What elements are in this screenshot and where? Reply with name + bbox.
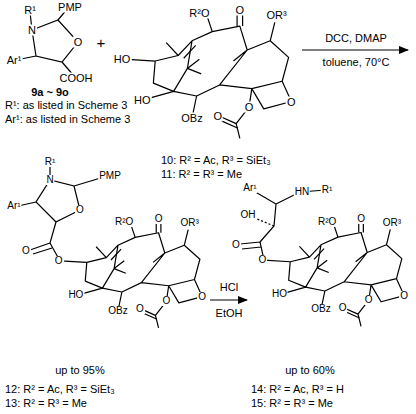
scheme-label: + (96, 35, 107, 50)
ester-side-chain (18, 162, 104, 261)
scheme-label: toluene, 70°C (322, 57, 391, 68)
scheme-label: OR³ (266, 10, 288, 21)
scheme-label: 9a ~ 9o (30, 87, 70, 98)
scheme-label: O (399, 291, 409, 301)
scheme-label: O (244, 102, 255, 113)
compound-note: 11: R² = R³ = Me (160, 169, 243, 180)
scheme-label: O (356, 214, 366, 224)
reaction-arrow (210, 299, 247, 300)
scheme-label: HO (67, 290, 84, 300)
scheme-label: HO (271, 289, 288, 299)
scheme-label: N (45, 175, 54, 185)
scheme-label: DCC, DMAP (324, 33, 388, 44)
scheme-label: R¹ (321, 185, 334, 195)
compound-note: R¹: as listed in Scheme 3 (4, 100, 128, 111)
scheme-label: O (231, 240, 241, 250)
scheme-label: HN (294, 187, 310, 197)
taxane-core (60, 220, 202, 328)
scheme-label: O (197, 292, 207, 302)
taxane-core (124, 11, 291, 138)
compound-note: Ar¹: as listed in Scheme 3 (4, 114, 131, 125)
scheme-label: OBz (107, 306, 128, 316)
scheme-label: O (75, 205, 85, 215)
scheme-label: COOH (59, 73, 94, 84)
scheme-label: O (235, 4, 246, 15)
scheme-label: OR³ (382, 218, 402, 228)
scheme-label: R¹ (44, 157, 57, 167)
scheme-label: O (73, 37, 84, 48)
scheme-label: EtOH (215, 308, 244, 319)
scheme-label: R²O (114, 217, 134, 227)
scheme-label: O (286, 96, 297, 107)
scheme-label: Ar¹ (6, 55, 23, 66)
scheme-label: PMP (57, 1, 83, 12)
compound-note: 13: R² = R³ = Me (4, 398, 88, 409)
scheme-label: O (161, 296, 171, 306)
scheme-label: N (27, 25, 37, 36)
scheme-label: OBz (310, 304, 331, 314)
oxazolidine-bonds (16, 8, 78, 76)
scheme-label: O (258, 255, 268, 265)
scheme-label: HO (113, 54, 132, 65)
scheme-label: OBz (180, 113, 203, 124)
scheme-label: Ar¹ (6, 201, 21, 211)
compound-note: 10: R² = Ac, R³ = SiEt₃ (160, 155, 272, 166)
scheme-label: PMP (98, 171, 122, 181)
scheme-label: O (212, 111, 223, 122)
scheme-label: O (54, 256, 64, 266)
scheme-label: Ar¹ (242, 183, 257, 193)
scheme-label: OR³ (180, 218, 200, 228)
compound-note: 14: R² = Ac, R³ = H (250, 384, 345, 395)
taxane-core (264, 220, 404, 326)
ester-side-chain (240, 190, 326, 260)
scheme-label: HCl (219, 282, 239, 293)
scheme-label: R¹ (23, 5, 37, 16)
scheme-label: up to 95% (54, 365, 106, 376)
scheme-label: R²O (188, 8, 210, 19)
scheme-label: O (135, 304, 145, 314)
compound-note: 15: R² = R³ = Me (250, 398, 334, 409)
scheme-label: HO (133, 94, 152, 105)
scheme-label: O (364, 295, 374, 305)
scheme-label: O (21, 246, 31, 256)
compound-note: 12: R² = Ac, R³ = SiEt₃ (4, 384, 116, 395)
scheme-label: R²O (317, 217, 337, 227)
scheme-label: O (338, 303, 348, 313)
scheme-label: up to 60% (284, 365, 336, 376)
scheme-label: OH (240, 210, 257, 220)
scheme-label: O (154, 214, 164, 224)
reaction-arrow (302, 49, 408, 50)
